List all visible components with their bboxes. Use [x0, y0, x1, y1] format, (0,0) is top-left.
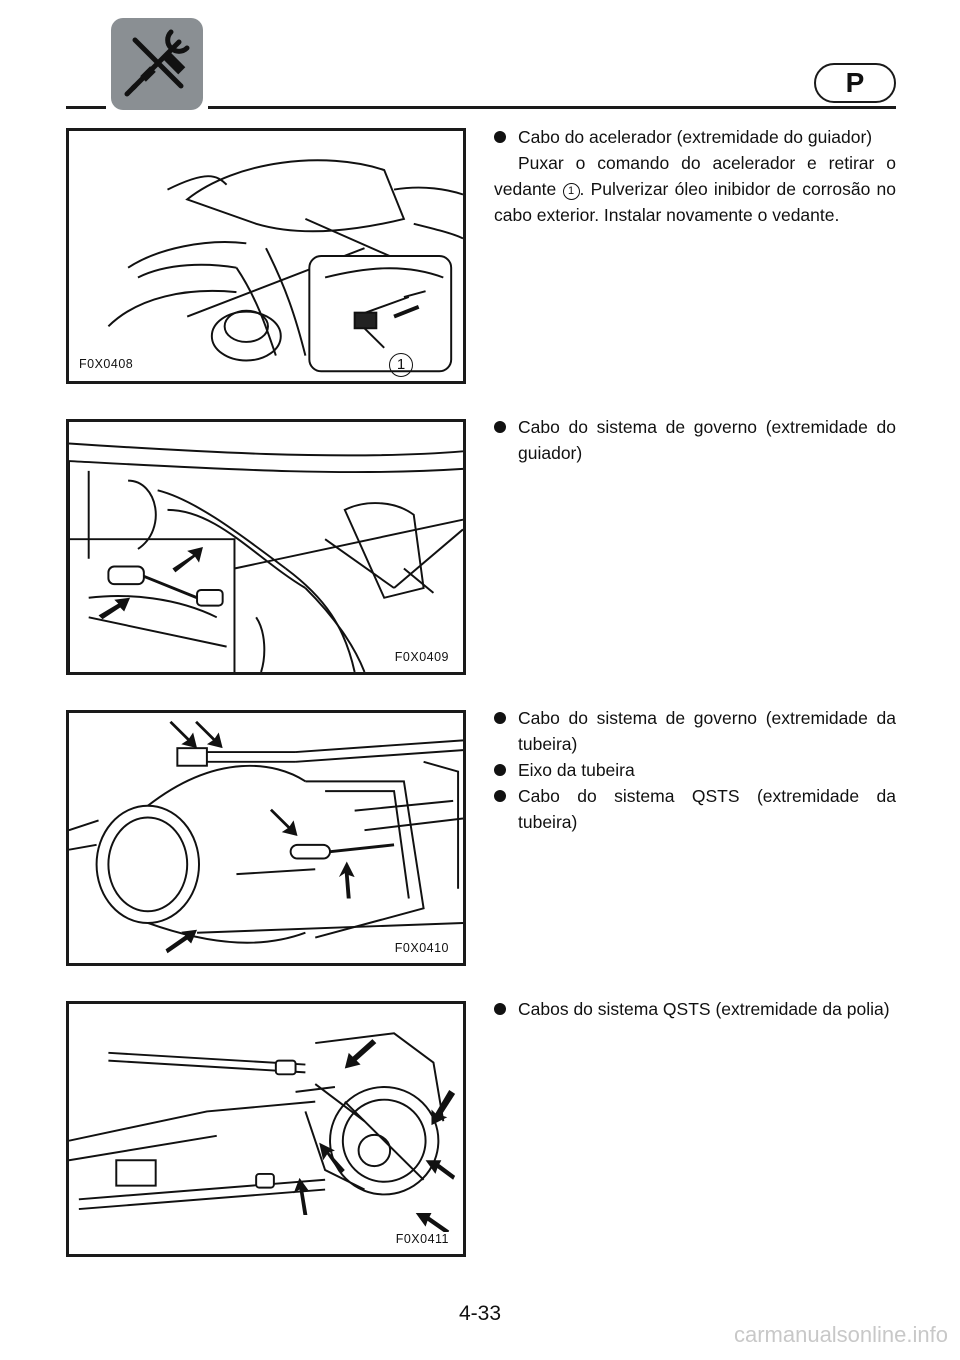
figure-code: F0X0408 [77, 357, 136, 371]
callout-1: 1 [389, 353, 413, 377]
bullet-item: Cabo do acelerador (extremidade do guiad… [494, 124, 896, 150]
bullet-dot [494, 131, 506, 143]
figure-code: F0X0411 [393, 1232, 451, 1246]
page-number: 4-33 [458, 1302, 502, 1325]
nozzle-cables-illustration [69, 720, 463, 954]
bullet-dot [494, 764, 506, 776]
bullet-item: Cabo do sistema de governo (extremidade … [494, 705, 896, 757]
figure-steering-cable-handlebar: F0X0409 [66, 419, 466, 675]
bullet-item: Cabo do sistema de governo (extremidade … [494, 414, 896, 466]
figure-code: F0X0409 [392, 650, 451, 664]
bullet-item: Cabo do sistema QSTS (extremidade da tub… [494, 783, 896, 835]
figure-pulley-cables: F0X0411 [66, 1001, 466, 1257]
section-2-text: Cabo do sistema de governo (extremidade … [494, 414, 896, 466]
instruction-paragraph: Puxar o comando do acelerador e retirar … [494, 153, 896, 225]
watermark: carmanualsonline.info [733, 1322, 948, 1347]
figure-nozzle-cables: F0X0410 [66, 710, 466, 966]
section-4-text: Cabos do sistema QSTS (extremidade da po… [494, 996, 896, 1022]
bullet-title: Cabo do acelerador (extremidade do guiad… [518, 127, 873, 147]
figure-throttle-cable: F0X0408 1 [66, 128, 466, 384]
pulley-cables-illustration [69, 1032, 456, 1235]
bullet-item: Eixo da tubeira [494, 757, 896, 783]
throttle-cable-illustration [107, 159, 463, 373]
tools-icon [111, 18, 203, 110]
section-1-text: Cabo do acelerador (extremidade do guiad… [494, 124, 896, 228]
bullet-dot [494, 712, 506, 724]
reference-1: 1 [562, 183, 580, 200]
header-rule-left [66, 106, 106, 109]
figure-code: F0X0410 [392, 941, 451, 955]
bullet-dot [494, 1003, 506, 1015]
steering-cable-illustration [69, 442, 463, 672]
bullet-item: Cabos do sistema QSTS (extremidade da po… [494, 996, 896, 1022]
language-badge: P [814, 63, 896, 103]
section-3-text: Cabo do sistema de governo (extremidade … [494, 705, 896, 835]
header-rule-right [208, 106, 896, 109]
bullet-dot [494, 421, 506, 433]
bullet-dot [494, 790, 506, 802]
